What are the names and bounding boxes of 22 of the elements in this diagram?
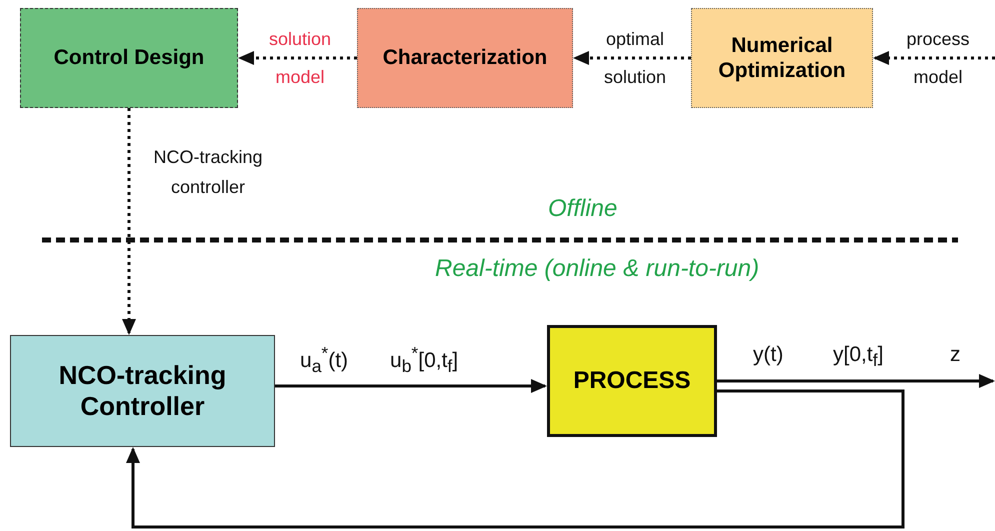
edge-label: optimal solution (602, 28, 668, 89)
process-box: Control Design (20, 8, 238, 108)
signal-label: z (950, 343, 960, 367)
edge-label: solution model (268, 28, 332, 89)
arrow (873, 51, 995, 65)
region-label: Real-time (online & run-to-run) (435, 255, 760, 283)
signal-label: u$_{b}$$^{*}$[0,t$_{f}$] (390, 343, 458, 378)
arrow (122, 108, 136, 335)
process-box: Characterization (357, 8, 573, 108)
process-box: Numerical Optimization (691, 8, 873, 108)
arrow (717, 374, 995, 388)
arrow (238, 51, 357, 65)
arrow (275, 379, 547, 393)
process-box: NCO-tracking Controller (10, 335, 275, 447)
signal-label: u$_{a}$$^{*}$(t) (300, 343, 348, 378)
region-label: Offline (548, 195, 618, 223)
arrow (126, 390, 904, 528)
edge-label: process model (905, 28, 971, 89)
signal-label: y(t) (753, 343, 784, 367)
signal-label: y[0,t$_{f}$] (833, 343, 884, 372)
process-box: PROCESS (547, 325, 717, 437)
arrow (573, 51, 691, 65)
